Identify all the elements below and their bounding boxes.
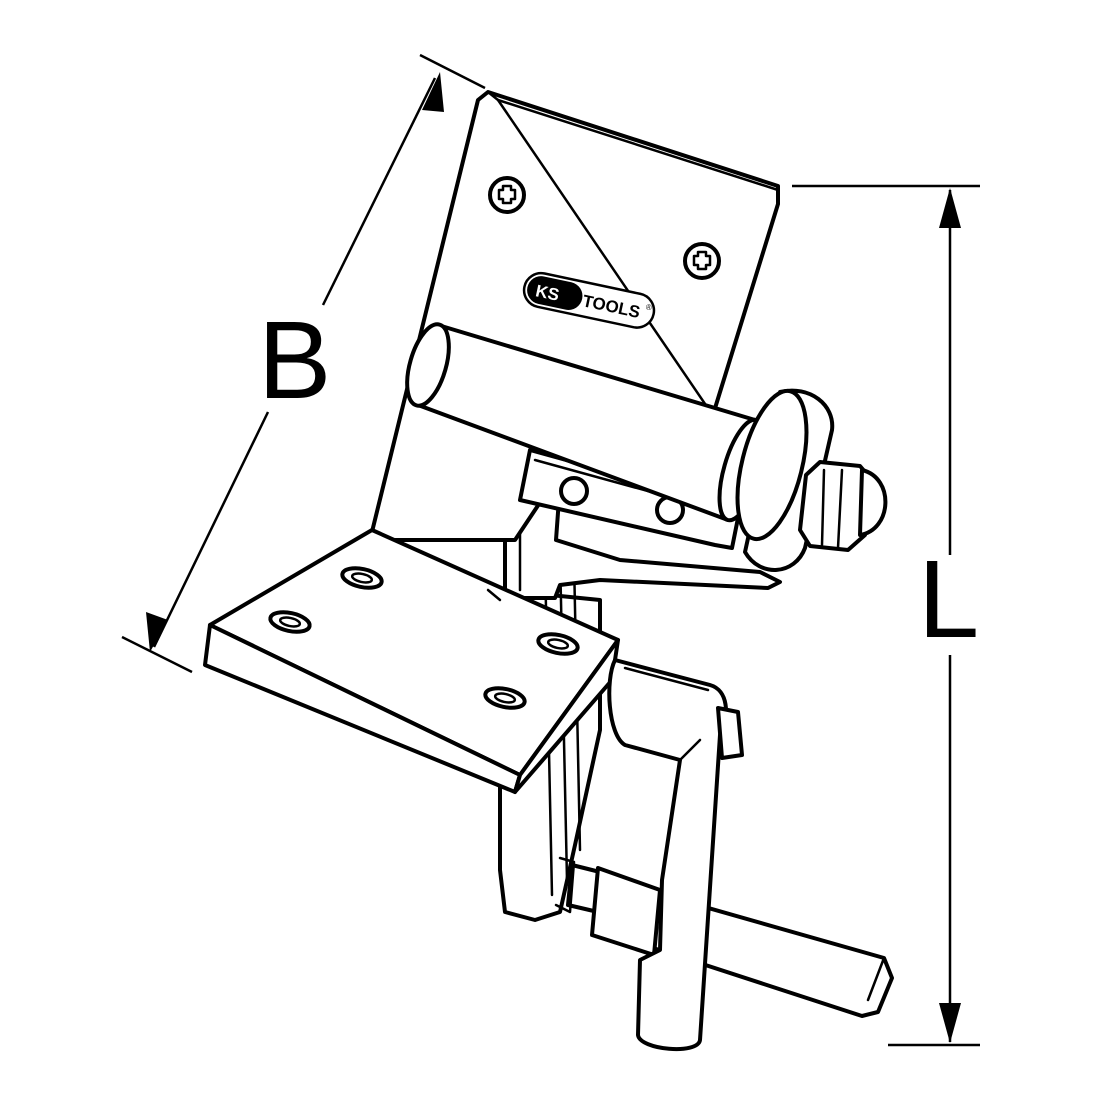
mount-hole-2: [268, 610, 312, 634]
dimension-b: B: [121, 53, 486, 674]
dimension-l: L: [792, 184, 980, 1047]
cap-nut: [858, 468, 888, 537]
b-extension-top: [419, 53, 486, 90]
adjuster-disc: [735, 388, 835, 572]
screw-top-left: [488, 176, 526, 214]
b-dimension-line-lower: [152, 411, 270, 648]
b-arrow-top: [422, 72, 444, 112]
logo-ks-text: KS: [534, 281, 561, 304]
mount-hole-4: [483, 686, 527, 710]
b-arrow-bottom: [146, 612, 168, 652]
mount-hole-3: [536, 632, 580, 656]
dimension-label-b: B: [258, 299, 331, 422]
logo-registered-mark: ®: [645, 302, 653, 312]
spindle: [554, 856, 662, 957]
brand-logo: KS TOOLS ®: [522, 271, 656, 329]
l-arrow-top: [939, 188, 961, 228]
crank-handle: [607, 658, 744, 1052]
screw-top-right: [683, 242, 721, 280]
l-arrow-bottom: [939, 1003, 961, 1043]
mount-hole-1: [340, 566, 384, 590]
dimension-label-l: L: [918, 538, 979, 661]
b-extension-bottom: [121, 635, 193, 674]
b-dimension-line-upper: [321, 77, 437, 306]
